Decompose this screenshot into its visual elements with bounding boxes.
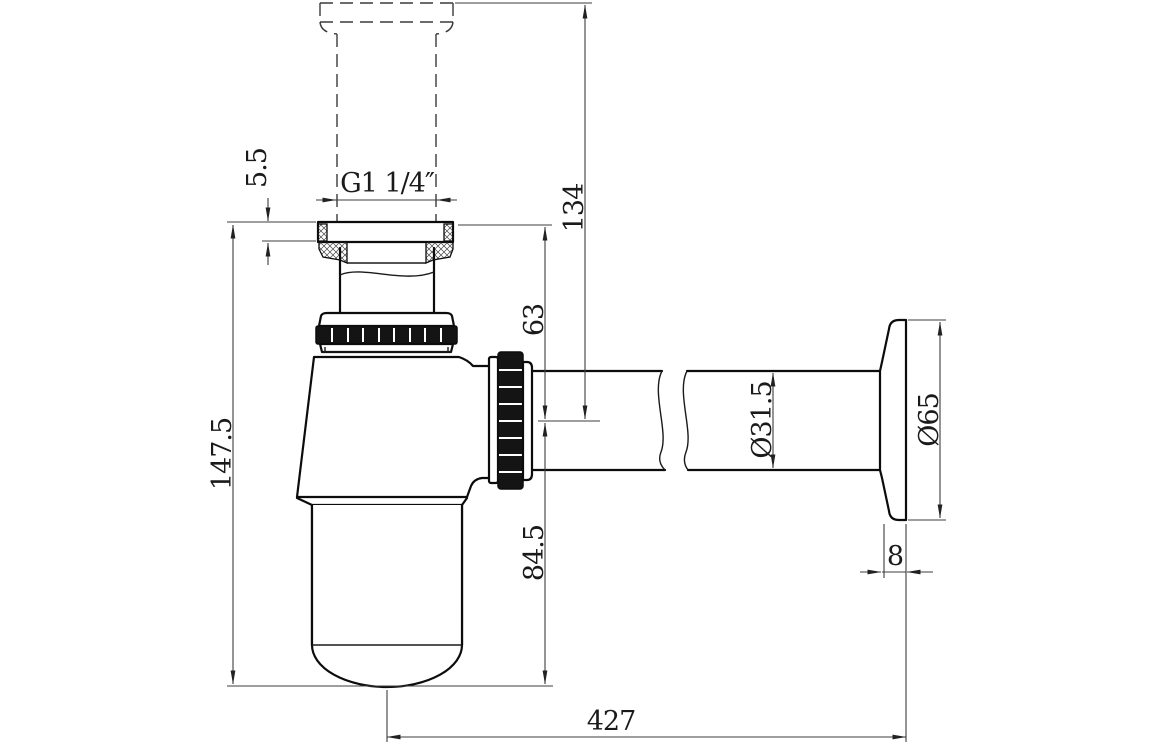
dim-label-flange-diameter: Ø65 bbox=[914, 393, 945, 447]
outlet-nut bbox=[487, 351, 534, 490]
dim-label-seal-thickness: 5.5 bbox=[242, 148, 273, 188]
cup-outline bbox=[310, 505, 464, 689]
dim-label-overall-height: 147.5 bbox=[207, 418, 238, 490]
inlet-washer-right bbox=[425, 241, 454, 264]
pipe-right-segment bbox=[685, 369, 882, 472]
dim-label-pipe-diameter: Ø31.5 bbox=[747, 381, 778, 458]
tailpiece-visible-walls bbox=[338, 246, 436, 315]
top-nut-knurl-band bbox=[315, 325, 458, 345]
dim-label-top-to-centerline: 63 bbox=[519, 304, 550, 336]
inlet-seal-right bbox=[443, 223, 454, 242]
pipe-left-segment bbox=[530, 369, 667, 472]
inlet-flange-plate bbox=[316, 220, 455, 244]
top-nut-seam bbox=[322, 347, 451, 353]
body-outline bbox=[295, 355, 498, 499]
pipe-break-line-right bbox=[682, 370, 689, 471]
dim-label-flange-thickness: 8 bbox=[887, 541, 903, 572]
inlet-nut-assembly bbox=[316, 220, 455, 315]
tailpiece-phantom bbox=[319, 2, 454, 241]
top-nut-lower-ring bbox=[318, 342, 455, 354]
top-nut-knurl-ribs bbox=[331, 328, 442, 342]
ext-flange-diameter bbox=[908, 319, 946, 521]
inlet-seal-left bbox=[317, 223, 328, 242]
body-top-nut bbox=[315, 311, 458, 354]
tailpiece-collar-corners bbox=[319, 21, 454, 35]
dim-label-centerline-to-bottom: 84.5 bbox=[519, 525, 550, 581]
outlet-nut-inner-ring bbox=[487, 355, 500, 485]
tailpiece-pipe-hidden bbox=[336, 34, 437, 241]
top-nut-cap bbox=[317, 311, 456, 328]
dimensions: 5.5 G1 1/4″ 134 63 147.5 84.5 Ø31.5 Ø65 … bbox=[207, 2, 946, 742]
dim-label-thread-size: G1 1/4″ bbox=[340, 168, 435, 199]
pipe-break-line-left bbox=[657, 370, 666, 471]
body-bottom-bevels bbox=[295, 496, 469, 507]
dim-label-horizontal-reach: 427 bbox=[587, 706, 636, 737]
outlet-nut-outer-ring bbox=[521, 360, 534, 482]
tailpiece-collar-sides bbox=[319, 3, 454, 22]
flange-outline bbox=[878, 318, 908, 522]
wall-flange bbox=[878, 318, 908, 522]
inlet-washer-left bbox=[318, 241, 348, 264]
dim-label-inlet-length: 134 bbox=[559, 184, 590, 233]
wall-pipe bbox=[530, 369, 882, 472]
trap-body bbox=[295, 355, 498, 689]
outlet-nut-knurl-ribs bbox=[499, 369, 522, 473]
tailpiece-break-wave bbox=[339, 271, 435, 277]
